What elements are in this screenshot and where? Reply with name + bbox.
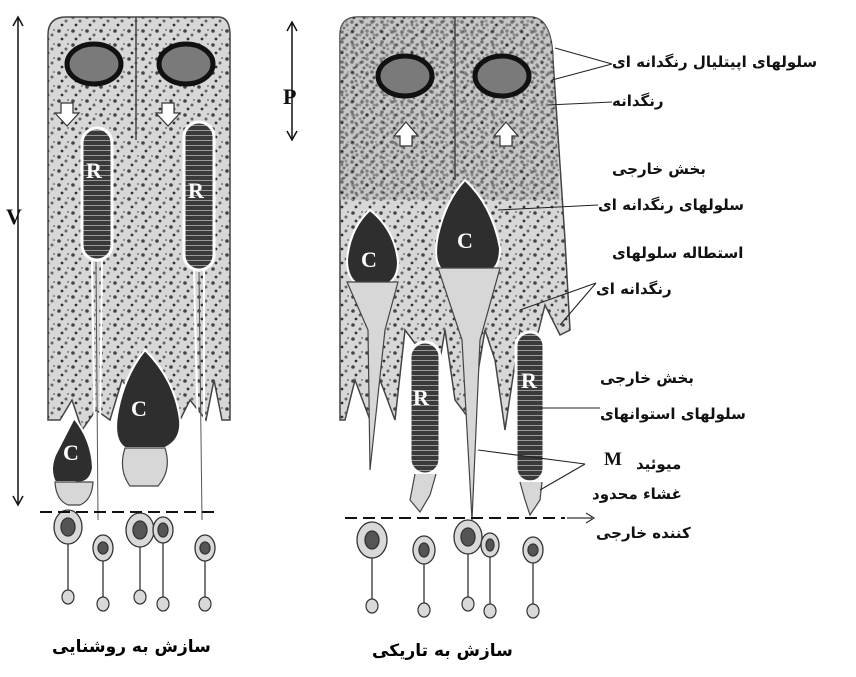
nucleus-left-2 bbox=[159, 44, 213, 84]
cone-marker-left-1: C bbox=[63, 440, 79, 466]
label-outer-limiting: کننده خارجی bbox=[596, 524, 691, 542]
p-marker: P bbox=[283, 84, 296, 110]
nucleus-right-1 bbox=[378, 56, 432, 96]
p-measure bbox=[287, 22, 297, 140]
label-pigment: رنگدانه bbox=[612, 92, 664, 110]
caption-dark-adaptation: سازش به تاریکی bbox=[372, 641, 513, 661]
rod-marker-left-1: R bbox=[86, 158, 102, 184]
label-pigmented: رنگدانه ای bbox=[596, 280, 672, 298]
caption-light-adaptation: سازش به روشنایی bbox=[52, 637, 211, 657]
rod-marker-left-2: R bbox=[188, 178, 204, 204]
myoid-marker: M bbox=[604, 449, 622, 471]
outer-nuclei-right bbox=[357, 520, 543, 564]
nucleus-left-1 bbox=[67, 44, 121, 84]
label-process-of-cells: استطاله سلولهای bbox=[612, 244, 743, 262]
rod-marker-right-2: R bbox=[521, 368, 537, 394]
nucleus-right-2 bbox=[475, 56, 529, 96]
dark-adapted-panel bbox=[287, 17, 612, 618]
cone-marker-left-2: C bbox=[131, 396, 147, 422]
v-marker: V bbox=[6, 204, 22, 230]
rod-marker-right-1: R bbox=[413, 385, 429, 411]
cone-marker-right-1: C bbox=[361, 247, 377, 273]
outer-nuclei-left bbox=[54, 510, 215, 561]
label-membrane: غشاء محدود bbox=[592, 485, 682, 503]
label-pigment-cells: سلولهای رنگدانه ای bbox=[598, 196, 744, 214]
v-measure bbox=[13, 17, 23, 505]
label-outer-part-1: بخش خارجی bbox=[612, 160, 706, 178]
rod-right-2 bbox=[516, 332, 544, 482]
light-adapted-panel bbox=[13, 17, 230, 611]
limiting-membrane-arrow bbox=[567, 513, 594, 523]
label-rod-cells: سلولهای استوانهای bbox=[600, 405, 746, 423]
label-pigment-epithelium: سلولهای اپیتلیال رنگدانه ای bbox=[612, 53, 817, 71]
label-outer-part-2: بخش خارجی bbox=[600, 369, 694, 387]
label-myoid: میوئید bbox=[636, 455, 681, 473]
rod-left-1 bbox=[82, 128, 112, 260]
cone-marker-right-2: C bbox=[457, 228, 473, 254]
